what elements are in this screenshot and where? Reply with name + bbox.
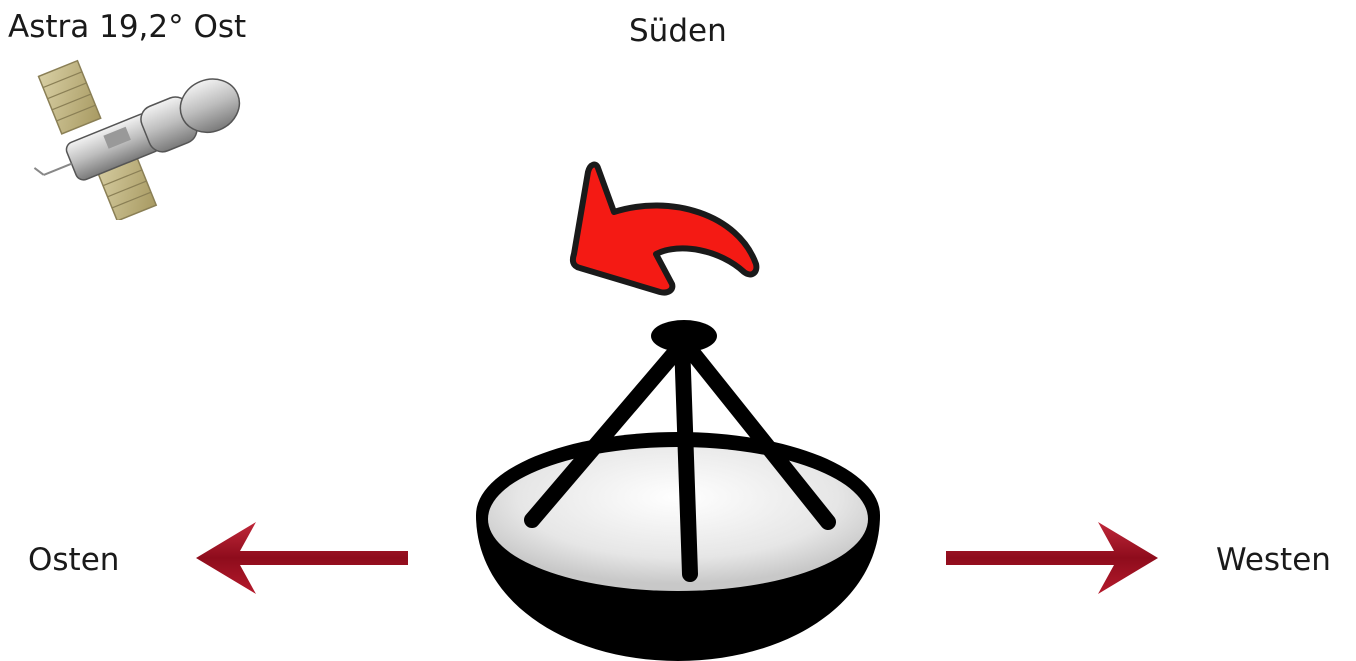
south-label: Süden — [629, 16, 727, 47]
arrow-left-icon — [190, 518, 415, 598]
west-label: Westen — [1216, 545, 1331, 576]
curved-rotate-arrow-icon — [560, 160, 780, 310]
satellite-dish-icon — [468, 312, 888, 661]
arrow-right-icon — [940, 518, 1165, 598]
east-label: Osten — [28, 545, 119, 576]
satellite-icon — [25, 50, 265, 220]
satellite-label: Astra 19,2° Ost — [8, 12, 246, 43]
